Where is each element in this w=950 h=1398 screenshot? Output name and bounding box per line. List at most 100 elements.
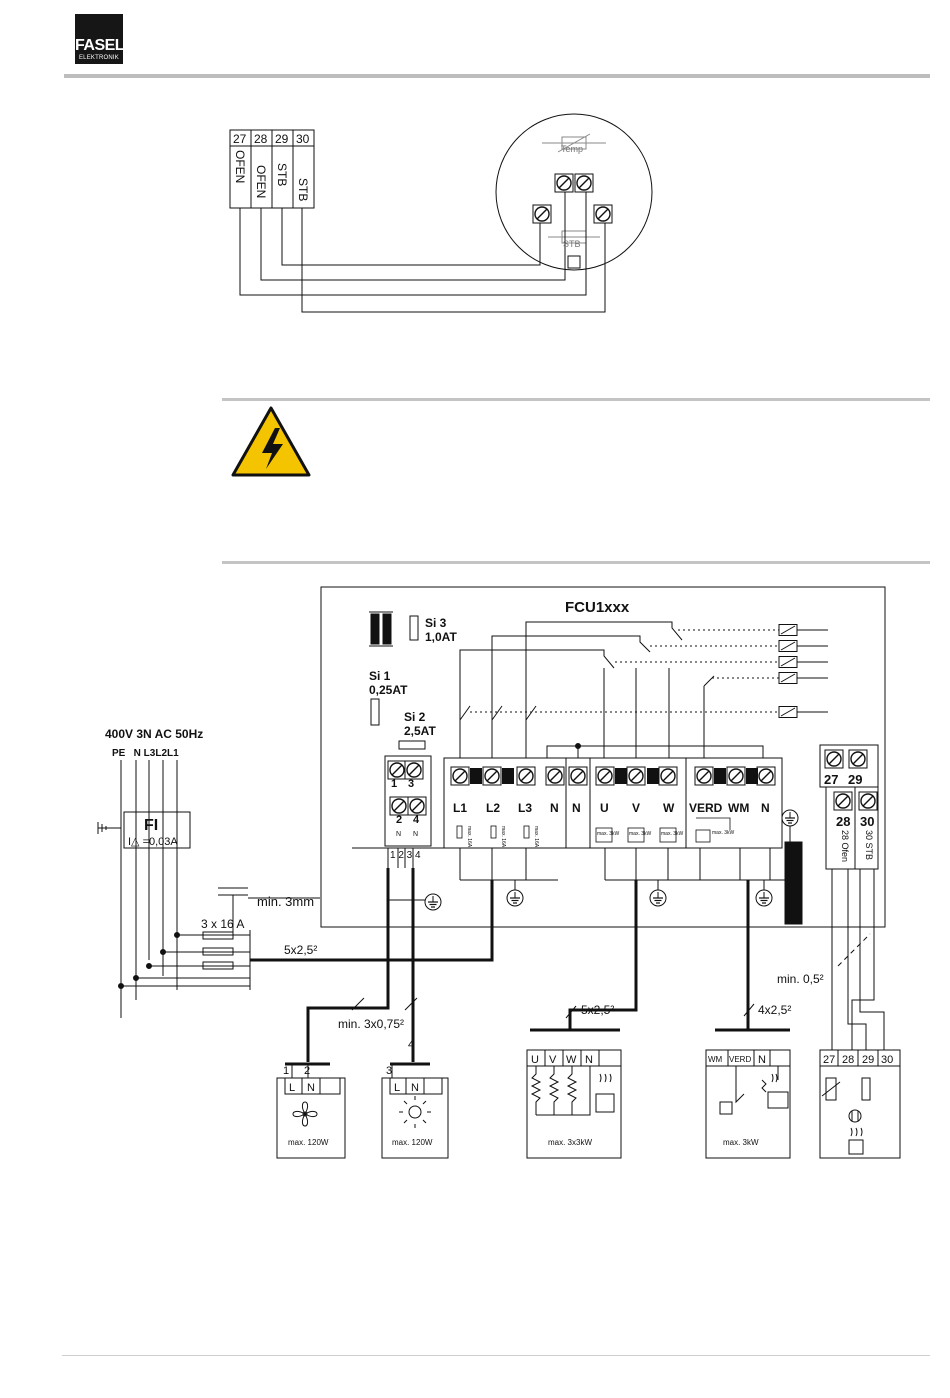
sensor-screw-4 [593,204,613,224]
small-terminal-3: 3 [408,778,414,790]
terminal-wm: WM [728,801,749,815]
small-terminal-n-2: N [413,831,418,838]
rating-l3: max. 16A [533,826,539,848]
heater-rating: max. 3x3kW [548,1138,592,1147]
label-heater-cable: 5x2,5² [581,1003,614,1017]
sensor-screw-2 [574,173,594,193]
screw-l3 [516,766,536,786]
ground-icon-5 [781,809,799,827]
screw-28 [833,791,853,811]
top-label-ofen-2: OFEN [254,165,268,198]
fuse-si2-name: Si 2 [404,710,426,724]
light-rating: max. 120W [392,1138,433,1147]
terminal-l1: L1 [453,801,467,815]
oven-terminal-29: 29 [862,1054,874,1066]
small-terminal-4: 4 [413,814,420,826]
ground-icon-4 [424,893,442,911]
screw-wm [726,766,746,786]
heater-terminal-u: U [531,1054,539,1066]
rating-v: max. 3kW [629,831,652,837]
fuse-si1-rating: 0,25AT [369,683,408,697]
supply-label: 400V 3N AC 50Hz [105,727,203,741]
rating-l1: max. 16A [466,826,472,848]
label-min-3mm: min. 3mm [257,894,314,909]
relay-2 [778,640,798,652]
screw-small-4 [407,796,427,816]
rating-verd: max. 3kW [712,830,735,836]
top-terminal-28: 28 [254,132,268,146]
terminal-n-1: N [550,801,559,815]
heater-terminal-n: N [585,1054,593,1066]
oven-terminal-28: 28 [842,1054,854,1066]
ground-icon-3 [755,889,773,907]
logo-line-2: ELEKTRONIK [78,55,119,61]
rating-l2: max. 16A [500,826,506,848]
terminal-n-2: N [572,801,581,815]
terminal-u: U [600,801,609,815]
label-evaporator-cable: 4x2,5² [758,1003,791,1017]
small-terminal-1: 1 [391,778,397,790]
top-terminal-30: 30 [296,132,310,146]
right-terminal-29: 29 [848,772,862,787]
heater-terminal-w: W [566,1054,577,1066]
evap-terminal-n: N [758,1054,766,1066]
fan-terminal-num-2: 2 [304,1065,310,1077]
evaporator-rating: max. 3kW [723,1138,759,1147]
warning-rule-bottom [222,561,930,564]
high-voltage-warning-icon [231,406,311,477]
screw-w [658,766,678,786]
fan-terminal-l: L [289,1082,295,1094]
relay-5 [778,706,798,718]
screw-small-2 [389,796,409,816]
fan-terminal-num-1: 1 [283,1065,289,1077]
fuse-si1-name: Si 1 [369,669,391,683]
oven-terminal-30: 30 [881,1054,893,1066]
rating-u: max. 3kW [597,831,620,837]
terminal-verd: VERD [689,801,723,815]
temp-sensor-label: Temp [561,144,583,154]
right-label-ofen: 28 Ofen [840,830,850,862]
screw-n-1 [545,766,565,786]
rating-w: max. 3kW [661,831,684,837]
top-terminal-29: 29 [275,132,289,146]
top-terminal-27: 27 [233,132,247,146]
terminal-l2: L2 [486,801,500,815]
fan-terminal-n: N [307,1082,315,1094]
top-label-stb-2: STB [296,178,310,201]
right-label-stb: 30 STB [864,830,874,860]
light-terminal-num: 3 [386,1065,392,1077]
fan-rating: max. 120W [288,1138,329,1147]
stb-sensor-label: STB [563,239,581,249]
fi-title: FI [144,817,158,834]
label-lamp-wire: 4 [408,1039,414,1051]
screw-small-3 [404,760,424,780]
footer-rule [62,1355,930,1356]
label-control-cable: min. 3x0,75² [338,1017,404,1031]
ground-icon-2 [649,889,667,907]
supply-terminals: PE N L3L2L1 [112,748,179,759]
header-rule [64,74,930,78]
screw-v [626,766,646,786]
heater-terminal-v: V [549,1054,557,1066]
screw-l1 [450,766,470,786]
terminal-n-3: N [761,801,770,815]
label-fuses-3x16a: 3 x 16 A [201,917,244,931]
fuse-si3-name: Si 3 [425,616,447,630]
relay-3 [778,656,798,668]
relay-1 [778,624,798,636]
screw-n-2 [568,766,588,786]
evap-terminal-verd: VERD [729,1055,751,1064]
fi-rating: I△ =0,03A [128,836,178,848]
controller-title: FCU1xxx [565,599,630,616]
right-terminal-27: 27 [824,772,838,787]
sensor-screw-1 [554,173,574,193]
screw-27 [824,749,844,769]
sensor-screw-3 [532,204,552,224]
terminal-v: V [632,801,640,815]
right-terminal-28: 28 [836,814,850,829]
bus-numbers: 1 2 3 4 [390,850,421,861]
screw-n-3 [756,766,776,786]
screw-l2 [482,766,502,786]
relay-4 [778,672,798,684]
